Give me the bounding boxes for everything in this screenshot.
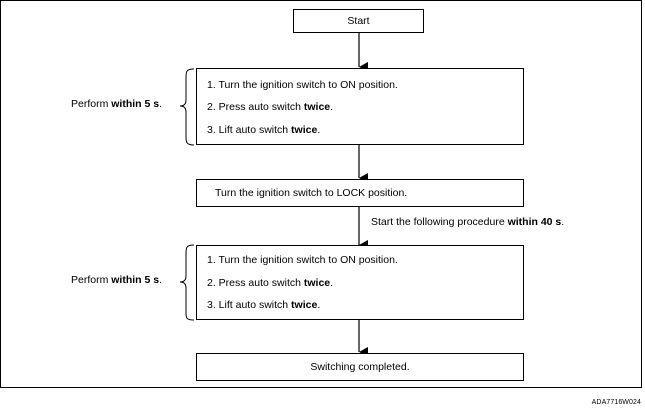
procedure-note-suffix: .	[561, 216, 565, 228]
completed-box: Switching completed.	[196, 353, 524, 381]
lock-line: Turn the ignition switch to LOCK positio…	[215, 187, 407, 199]
procedure-note: Start the following procedure within 40 …	[371, 216, 564, 228]
completed-label: Switching completed.	[310, 361, 410, 373]
step-3-suffix: .	[317, 124, 321, 136]
step-2-1-text: 1. Turn the ignition switch to ON positi…	[207, 254, 398, 266]
procedure-note-bold: within 40 s	[507, 216, 562, 228]
brace-group-1	[179, 68, 195, 146]
perform-label-1-prefix: Perform	[71, 98, 112, 110]
step-2-line: 2. Press auto switch twice.	[207, 101, 333, 113]
perform-label-2-suffix: .	[159, 274, 163, 286]
lock-label: Turn the ignition switch to LOCK positio…	[215, 187, 408, 199]
steps-box-1: 1. Turn the ignition switch to ON positi…	[196, 68, 524, 145]
steps-box-2: 1. Turn the ignition switch to ON positi…	[196, 245, 524, 320]
step-2-3-bold: twice	[291, 299, 318, 311]
step-2-3-suffix: .	[317, 299, 321, 311]
perform-label-1-suffix: .	[159, 98, 163, 110]
step-1-line: 1. Turn the ignition switch to ON positi…	[207, 79, 398, 91]
perform-label-2-bold: within 5 s	[111, 274, 160, 286]
perform-label-2: Perform within 5 s.	[71, 274, 162, 286]
diagram-frame	[0, 0, 642, 388]
step-3-prefix: 3. Lift auto switch	[207, 124, 292, 136]
perform-label-2-prefix: Perform	[71, 274, 112, 286]
step-2-prefix: 2. Press auto switch	[207, 101, 304, 113]
step-1-text: 1. Turn the ignition switch to ON positi…	[207, 79, 398, 91]
step-2-2-suffix: .	[330, 277, 334, 289]
step-2-suffix: .	[330, 101, 334, 113]
start-box: Start	[293, 9, 424, 33]
step-2-1-line: 1. Turn the ignition switch to ON positi…	[207, 254, 398, 266]
step-2-3-line: 3. Lift auto switch twice.	[207, 299, 320, 311]
figure-id: ADA7716W024	[591, 399, 641, 406]
brace-group-2	[179, 244, 195, 321]
step-2-3-prefix: 3. Lift auto switch	[207, 299, 292, 311]
perform-label-1: Perform within 5 s.	[71, 98, 162, 110]
step-2-2-line: 2. Press auto switch twice.	[207, 277, 333, 289]
step-2-2-prefix: 2. Press auto switch	[207, 277, 304, 289]
procedure-note-prefix: Start the following procedure	[371, 216, 508, 228]
lock-box: Turn the ignition switch to LOCK positio…	[196, 179, 524, 207]
step-2-2-bold: twice	[303, 277, 331, 289]
start-label: Start	[347, 15, 370, 27]
step-2-bold: twice	[303, 101, 331, 113]
step-3-line: 3. Lift auto switch twice.	[207, 124, 320, 136]
step-3-bold: twice	[291, 124, 318, 136]
perform-label-1-bold: within 5 s	[111, 98, 160, 110]
